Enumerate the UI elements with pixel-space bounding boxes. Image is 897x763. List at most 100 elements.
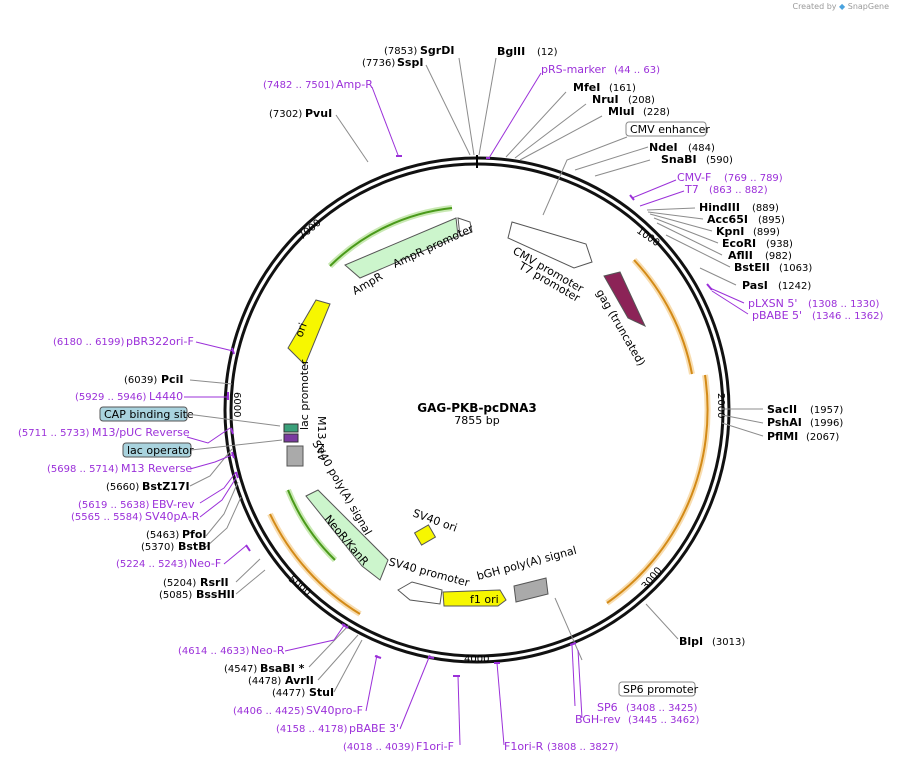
bstbi-pos: (5370) <box>141 542 174 553</box>
sacii-pos: (1957) <box>810 405 843 416</box>
bglii-name: BglII <box>497 45 525 58</box>
pvui-name: PvuI <box>305 107 332 120</box>
inner-features <box>283 217 647 607</box>
bghrev-pos: (3445 .. 3462) <box>628 715 700 726</box>
cmv-enhancer-label: CMV enhancer <box>630 123 710 136</box>
f1orir-name: F1ori-R <box>504 740 544 753</box>
pbr322orif-pos: (6180 .. 6199) <box>53 337 125 348</box>
pbabe3-name: pBABE 3' <box>349 722 399 735</box>
sspi-pos: (7736) <box>362 58 395 69</box>
ampr-green-arc <box>329 207 453 267</box>
f1-ori-arrow <box>442 589 507 607</box>
tick-6000: 6000 <box>231 392 242 417</box>
backbone-ring <box>223 155 731 664</box>
gag-arrow <box>603 271 647 328</box>
sgrdi-name: SgrDI <box>420 44 454 57</box>
neor-primer-pos: (4614 .. 4633) <box>178 646 250 657</box>
m13puc-pos: (5711 .. 5733) <box>18 428 90 439</box>
pshai-pos: (1996) <box>810 418 843 429</box>
sp6-name: SP6 <box>597 701 618 714</box>
sgrdi-pos: (7853) <box>384 46 417 57</box>
pasi-pos: (1242) <box>778 281 811 292</box>
pflmi-name: PflMI <box>767 430 798 443</box>
prs-marker-pos: (44 .. 63) <box>614 65 660 76</box>
sv40-ori-box <box>413 524 437 546</box>
m13rev-pos: (5698 .. 5714) <box>47 464 119 475</box>
f1orif-name: F1ori-F <box>416 740 454 753</box>
cmv-enhancer-box <box>625 121 707 137</box>
nrui-name: NruI <box>592 93 619 106</box>
bstz17i-name: BstZ17I <box>142 480 190 493</box>
ampr-promoter-arrow <box>457 217 473 237</box>
sv40-promoter-arrow <box>397 581 443 605</box>
stui-name: StuI <box>309 686 334 699</box>
label-m13-rev: M13 rev <box>315 416 328 461</box>
plasmid-name: GAG-PKB-pcDNA3 <box>417 401 537 415</box>
left-orange-arc <box>269 513 361 615</box>
ndei-name: NdeI <box>649 141 678 154</box>
tick-5000: 5000 <box>286 574 313 599</box>
bsabi-pos: (4547) <box>224 664 257 675</box>
pvui-pos: (7302) <box>269 109 302 120</box>
aflii-pos: (982) <box>765 251 792 262</box>
bsteii-name: BstEII <box>734 261 770 274</box>
ori-arrow <box>287 299 331 366</box>
pfoi-name: PfoI <box>182 528 207 541</box>
bsabi-name: BsaBI * <box>260 662 305 675</box>
snabi-pos: (590) <box>706 155 733 166</box>
pcii-pos: (6039) <box>124 375 157 386</box>
mlui-name: MluI <box>608 105 635 118</box>
sp6-promoter-label: SP6 promoter <box>623 683 699 696</box>
bsteii-pos: (1063) <box>779 263 812 274</box>
l4440-pos: (5929 .. 5946) <box>75 392 147 403</box>
plxsn5-pos: (1308 .. 1330) <box>808 299 880 310</box>
label-ori: ori <box>293 321 310 339</box>
f1orif-pos: (4018 .. 4039) <box>343 742 415 753</box>
prs-marker-name: pRS-marker <box>541 63 606 76</box>
ebvrev-pos: (5619 .. 5638) <box>78 500 150 511</box>
cmv-promoter-arrow <box>507 221 593 269</box>
pbabe5-name: pBABE 5' <box>752 309 802 322</box>
sv40par-pos: (5565 .. 5584) <box>71 512 143 523</box>
enzyme-labels: (7853) SgrDI (7736) SspI BglII (12) MfeI… <box>106 44 843 699</box>
blpi-name: BlpI <box>679 635 703 648</box>
pbr322orif-name: pBR322ori-F <box>126 335 194 348</box>
ecori-name: EcoRI <box>722 237 756 250</box>
m13puc-name: M13/pUC Reverse <box>92 426 190 439</box>
ampr-primer-name: Amp-R <box>336 78 373 91</box>
t7-pos: (863 .. 882) <box>709 185 768 196</box>
neof-pos: (5224 .. 5243) <box>116 559 188 570</box>
m13rev-name: M13 Reverse <box>121 462 192 475</box>
plasmid-size: 7855 bp <box>454 414 499 427</box>
boxed-labels: CMV enhancer SP6 promoter CAP binding si… <box>99 121 710 697</box>
acc65i-pos: (895) <box>758 215 785 226</box>
lac-operator-label: lac operator <box>127 444 194 457</box>
ecori-pos: (938) <box>766 239 793 250</box>
enzyme-leader-lines <box>189 57 764 693</box>
kpni-name: KpnI <box>716 225 744 238</box>
pshai-name: PshAI <box>767 416 802 429</box>
primer-marks <box>227 155 713 677</box>
neor-green-arc <box>287 489 336 561</box>
gag-orange-arc <box>633 259 693 375</box>
bsshii-pos: (5085) <box>159 590 192 601</box>
neor-arrow <box>305 489 389 581</box>
label-lac-promoter: lac promoter <box>298 359 311 430</box>
nrui-pos: (208) <box>628 95 655 106</box>
hindiii-name: HindIII <box>699 201 740 214</box>
mlui-pos: (228) <box>643 107 670 118</box>
bstz17i-pos: (5660) <box>106 482 139 493</box>
cmvf-name: CMV-F <box>677 171 711 184</box>
sv40prof-pos: (4406 .. 4425) <box>233 706 305 717</box>
aflii-name: AflII <box>728 249 753 262</box>
snapgene-logo-icon: ◆ <box>839 2 846 11</box>
ampr-arrow <box>344 217 459 279</box>
bstbi-name: BstBI <box>178 540 211 553</box>
sp6-pos: (3408 .. 3425) <box>626 703 698 714</box>
pasi-name: PasI <box>742 279 768 292</box>
blpi-pos: (3013) <box>712 637 745 648</box>
label-f1-ori: f1 ori <box>470 593 499 606</box>
avrii-name: AvrII <box>285 674 314 687</box>
l4440-name: L4440 <box>149 390 183 403</box>
